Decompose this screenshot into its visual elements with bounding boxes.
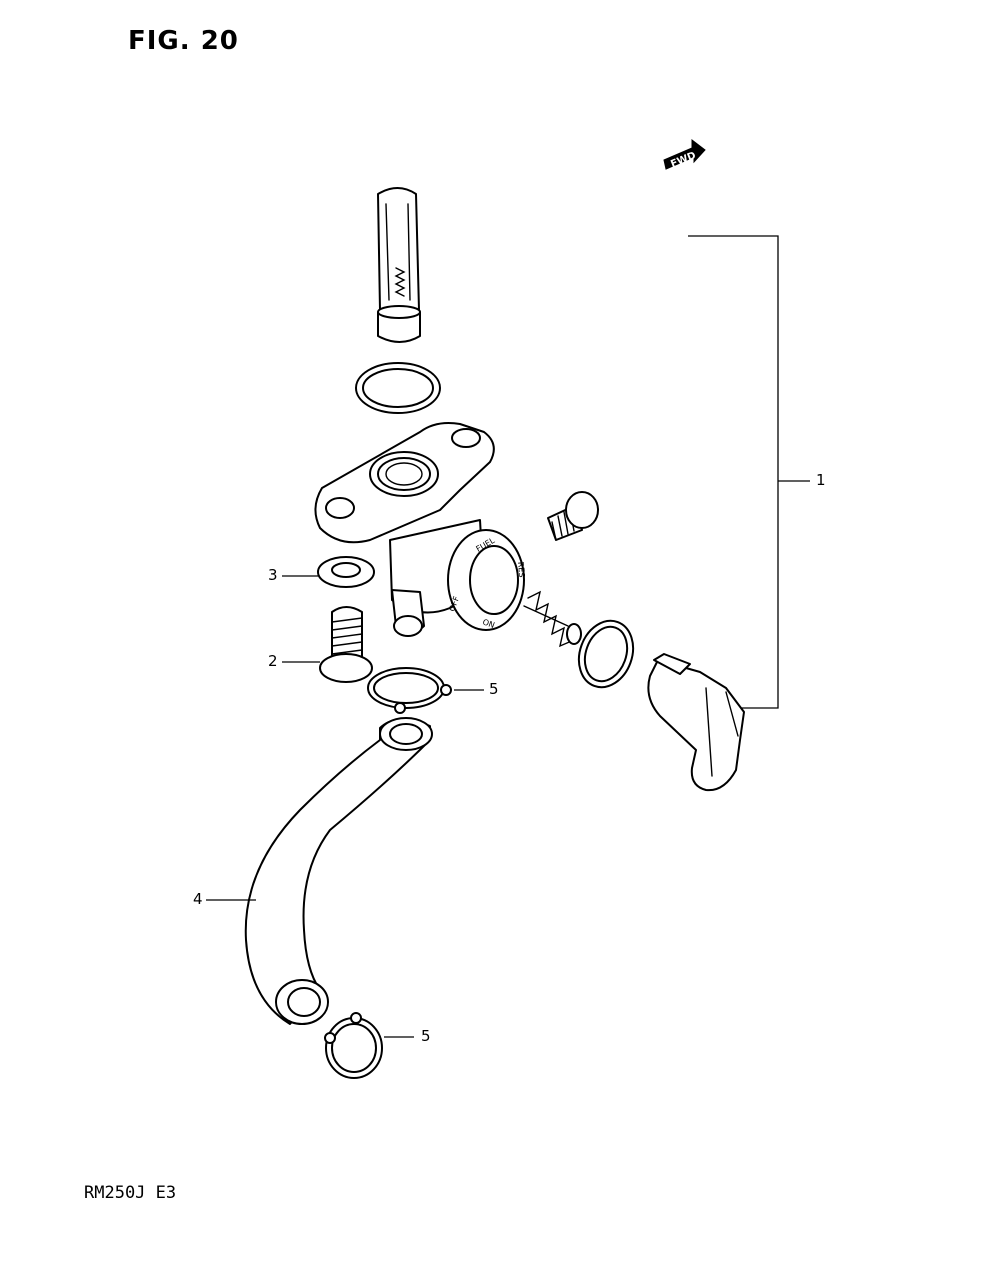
- ring-label-res: RES: [516, 561, 526, 577]
- fuel-cock-body: FUEL OFF ON RES: [314, 422, 526, 637]
- lever-o-ring: [577, 619, 635, 689]
- hose-clamp-upper: [367, 667, 452, 714]
- callout-2: 2: [268, 652, 278, 670]
- fuel-hose: [244, 717, 433, 1025]
- figure-title: FIG. 20: [128, 26, 239, 56]
- fwd-arrow-icon: FWD: [663, 138, 706, 170]
- callout-3: 3: [268, 566, 278, 584]
- valve-spring: [523, 590, 582, 648]
- callout-1: 1: [816, 471, 826, 489]
- hose-clamp-lower: [324, 1012, 383, 1079]
- union-bolt: [319, 606, 373, 683]
- fuel-strainer: [377, 187, 421, 343]
- valve-lever: [647, 653, 745, 792]
- callout-4: 4: [193, 890, 203, 908]
- washer: [317, 556, 375, 588]
- callout-5-upper: 5: [489, 680, 499, 698]
- ring-label-on: ON: [481, 617, 496, 630]
- assembly-bracket: [688, 235, 779, 709]
- model-code: RM250J E3: [84, 1183, 177, 1203]
- callout-5-lower: 5: [421, 1027, 431, 1045]
- strainer-o-ring: [355, 362, 441, 414]
- screw: [547, 491, 599, 541]
